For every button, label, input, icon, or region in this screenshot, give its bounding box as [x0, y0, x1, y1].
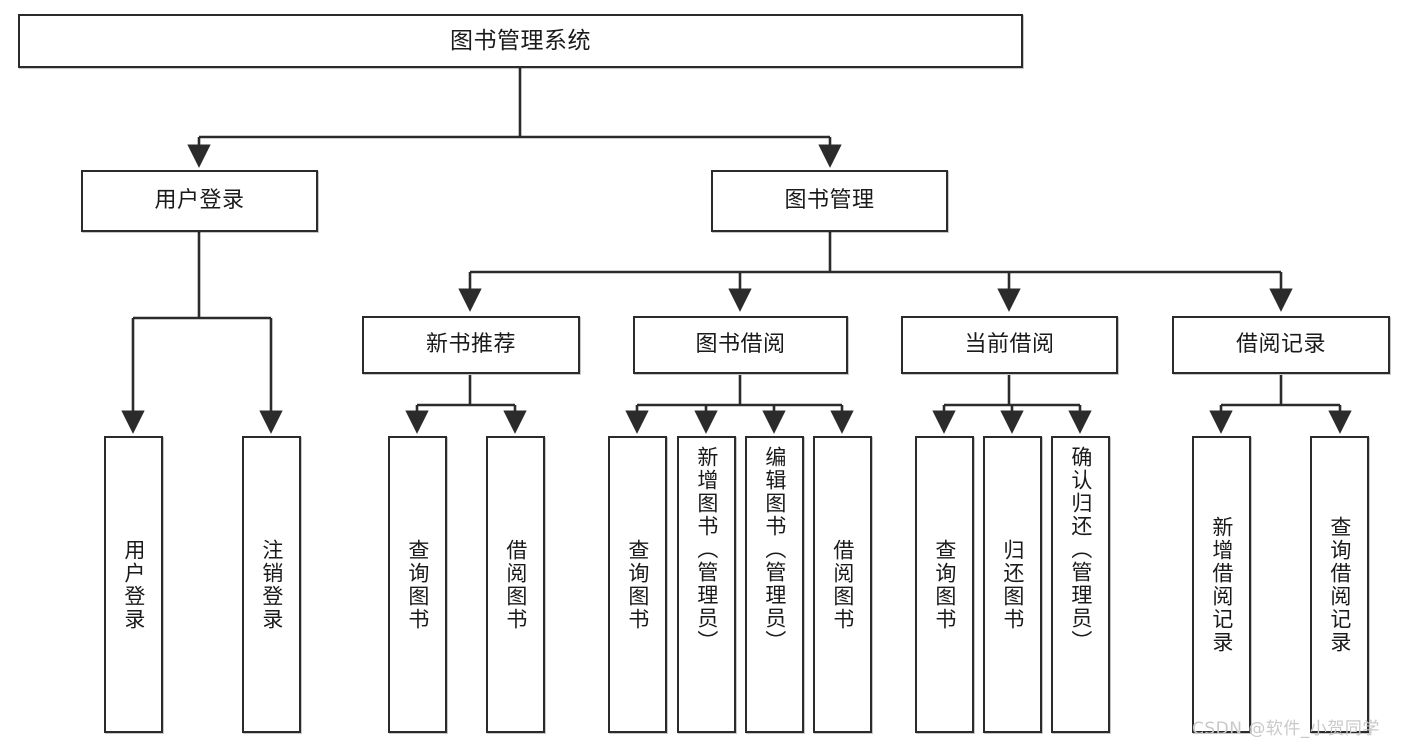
node-label: 图书管理	[784, 188, 875, 214]
node-leaf-add-book-admin[interactable]: 新增图书（管理员）	[677, 436, 736, 733]
node-label: 查询借阅记录	[1327, 515, 1352, 654]
node-label: 借阅图书	[830, 538, 855, 631]
node-leaf-logout[interactable]: 注销登录	[242, 436, 301, 733]
node-label: 用户登录	[154, 188, 245, 214]
node-leaf-borrow-book-newbook[interactable]: 借阅图书	[486, 436, 545, 733]
node-current-borrow[interactable]: 当前借阅	[901, 316, 1118, 374]
node-leaf-query-borrow-record[interactable]: 查询借阅记录	[1310, 436, 1369, 733]
node-label: 新增图书（管理员）	[694, 446, 719, 653]
node-label: 归还图书	[1000, 538, 1025, 631]
node-leaf-confirm-return-admin[interactable]: 确认归还（管理员）	[1051, 436, 1110, 733]
node-leaf-user-login[interactable]: 用户登录	[104, 436, 163, 733]
node-label: 当前借阅	[964, 332, 1055, 358]
node-book-management[interactable]: 图书管理	[711, 170, 948, 232]
node-label: 查询图书	[625, 538, 650, 631]
node-label: 借阅记录	[1235, 332, 1326, 358]
node-borrow-record[interactable]: 借阅记录	[1172, 316, 1390, 374]
node-label: 用户登录	[121, 538, 146, 631]
node-leaf-return-book[interactable]: 归还图书	[983, 436, 1042, 733]
node-book-borrow[interactable]: 图书借阅	[633, 316, 848, 374]
node-label: 确认归还（管理员）	[1068, 446, 1093, 653]
node-label: 编辑图书（管理员）	[762, 446, 787, 653]
node-leaf-query-book-borrow[interactable]: 查询图书	[608, 436, 667, 733]
node-leaf-edit-book-admin[interactable]: 编辑图书（管理员）	[745, 436, 804, 733]
node-label: 新增借阅记录	[1209, 515, 1234, 654]
node-label: 查询图书	[405, 538, 430, 631]
csdn-watermark: CSDN @软件_小贺同学	[1192, 719, 1380, 739]
node-new-book-recommendation[interactable]: 新书推荐	[362, 316, 580, 374]
node-label: 新书推荐	[425, 332, 516, 358]
node-leaf-add-borrow-record[interactable]: 新增借阅记录	[1192, 436, 1251, 733]
node-label: 借阅图书	[503, 538, 528, 631]
node-leaf-query-book-newbook[interactable]: 查询图书	[388, 436, 447, 733]
node-user-login[interactable]: 用户登录	[81, 170, 318, 232]
node-leaf-borrow-book[interactable]: 借阅图书	[813, 436, 872, 733]
node-leaf-query-book-current[interactable]: 查询图书	[915, 436, 974, 733]
node-root-book-management-system[interactable]: 图书管理系统	[18, 14, 1023, 68]
node-label: 查询图书	[932, 538, 957, 631]
node-label: 图书管理系统	[450, 27, 591, 54]
node-label: 图书借阅	[695, 332, 786, 358]
node-label: 注销登录	[259, 538, 284, 631]
